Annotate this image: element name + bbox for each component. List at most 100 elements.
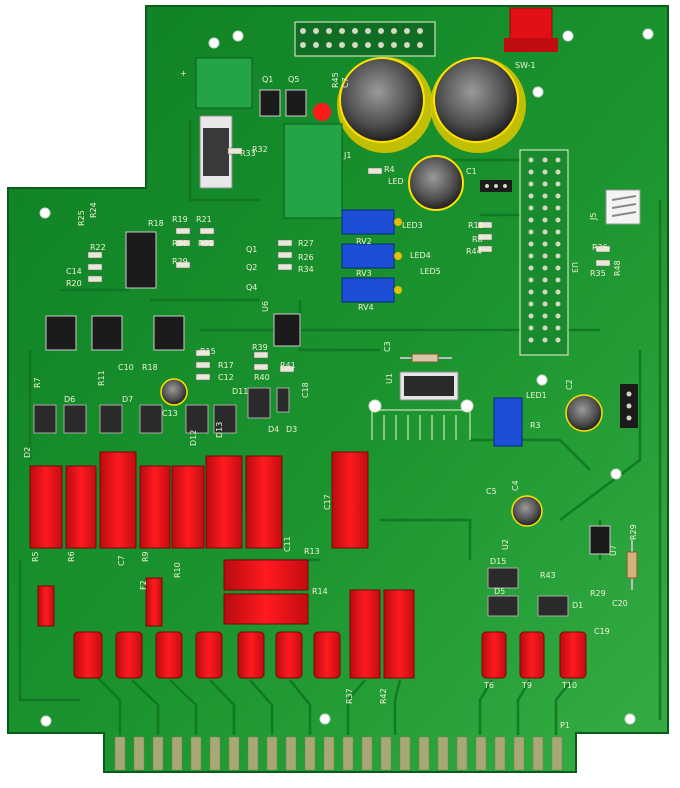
label-r26: R26: [298, 253, 314, 262]
label-d11: D11: [232, 387, 248, 396]
terminal-block-j1: J1: [283, 123, 351, 219]
label-r35: R35: [590, 269, 606, 278]
label-d15: D15: [490, 557, 506, 566]
switch-sw1: SW-1: [504, 7, 558, 70]
labels-d-row: D6 D7 D11 D4 D3 D12 D13 D2 C18: [23, 382, 310, 458]
label-c14: C14: [66, 267, 82, 276]
label-r6: R6: [67, 551, 76, 562]
label-r30: R30: [172, 239, 188, 248]
label-led5: LED5: [420, 267, 441, 276]
label-r41: R41: [280, 361, 296, 370]
label-r15: R15: [200, 347, 216, 356]
label-r29-mid: R29: [172, 257, 188, 266]
label-r9: R9: [141, 551, 150, 562]
label-r18-top: R18: [148, 219, 164, 228]
label-r22: R22: [90, 243, 106, 252]
label-c3: C3: [383, 341, 392, 352]
label-r44: R44: [466, 247, 482, 256]
red-bottom-row: [73, 631, 587, 679]
label-r17: R17: [218, 361, 234, 370]
electrolytic-cap-large-right: [430, 57, 526, 153]
label-r14: R14: [312, 587, 328, 596]
label-d4: D4: [268, 425, 279, 434]
label-led1: LED1: [526, 391, 547, 400]
power-transistors-left: [45, 313, 301, 351]
label-u7: U7: [609, 545, 618, 556]
label-d12: D12: [189, 430, 198, 446]
label-c13: C13: [162, 409, 178, 418]
label-j5: J5: [589, 213, 598, 221]
label-r4: R4: [384, 165, 395, 174]
electrolytic-cap-medium: C1: [408, 155, 477, 211]
label-d7: D7: [122, 395, 133, 404]
label-d13: D13: [215, 422, 224, 438]
label-u6: U6: [261, 301, 270, 312]
label-r11: R11: [97, 370, 106, 386]
red-caps-horizontal: [223, 559, 309, 625]
label-r5: R5: [31, 551, 40, 562]
ic-soic-left: R18: [125, 219, 164, 289]
label-c17: C17: [323, 494, 332, 510]
label-q1b: Q1: [262, 75, 273, 84]
label-r37: R37: [345, 688, 354, 704]
silkscreen-labels: R19 R21 R30 R31 R29 Q1 Q2 Q4 R27 R26 R34…: [33, 72, 638, 550]
terminal-block-top-left: +: [180, 57, 253, 109]
trimmer-rv3: RV2 LED4: [341, 237, 431, 269]
label-rv4: RV4: [358, 303, 374, 312]
label-q4: Q4: [246, 283, 257, 292]
label-r36: R36: [592, 243, 608, 252]
label-r33: R33: [240, 149, 256, 158]
label-f2: F2: [139, 580, 148, 590]
label-c18: C18: [301, 382, 310, 398]
label-r42: R42: [379, 688, 388, 704]
label-d2: D2: [23, 447, 32, 458]
label-p1: P1: [560, 721, 570, 730]
label-led3: LED3: [402, 221, 423, 230]
label-r13: R13: [304, 547, 320, 556]
label-c2: C2: [565, 379, 574, 390]
regulator-u1-heatsink: U1: [371, 371, 471, 440]
label-c19: C19: [594, 627, 610, 636]
label-plus: +: [180, 69, 187, 78]
trimmer-rv2: LED3: [341, 209, 423, 235]
header-3pin-right: [620, 384, 638, 428]
ic-u7: [589, 525, 611, 555]
label-r8: R8: [472, 235, 483, 244]
fuses: [37, 577, 163, 627]
labels-red-caps: R5 R6 C7 R9 R10 C17: [31, 494, 332, 578]
label-q2: Q2: [246, 263, 257, 272]
label-r19: R19: [172, 215, 188, 224]
label-d1: D1: [572, 601, 583, 610]
label-c5: C5: [486, 487, 497, 496]
label-c10: C10: [118, 363, 134, 372]
label-d6: D6: [64, 395, 75, 404]
label-r24: R24: [89, 202, 98, 218]
label-r29-right: R29: [629, 524, 638, 540]
electrolytic-cap-large-left: [337, 57, 433, 153]
label-r10: R10: [173, 562, 182, 578]
label-r39: R39: [252, 343, 268, 352]
label-r43: R43: [540, 571, 556, 580]
label-r7: R7: [33, 377, 42, 388]
label-r48: R48: [613, 260, 622, 276]
header-3pin-top: [480, 180, 512, 192]
label-j1: J1: [343, 151, 351, 160]
smd-resistors-misc: [87, 147, 611, 381]
label-r21: R21: [196, 215, 212, 224]
label-r18: R18: [142, 363, 158, 372]
axial-resistor-right: [626, 540, 638, 590]
label-u1: U1: [385, 373, 394, 384]
pin-header-u3: U3: [519, 149, 579, 356]
label-r40: R40: [254, 373, 270, 382]
label-d3: D3: [286, 425, 297, 434]
label-t6: T6: [483, 681, 494, 690]
label-r32: R32: [252, 145, 268, 154]
label-c7-top: C7: [341, 77, 350, 88]
label-r27: R27: [298, 239, 314, 248]
smd-diodes-row: [33, 387, 290, 434]
label-u2: U2: [501, 539, 510, 550]
trimmer-near-led1: LED1 R3: [493, 391, 547, 447]
label-u3: U3: [570, 262, 579, 273]
mounting-holes: [39, 28, 654, 727]
electrolytic-cap-c2: C2: [565, 379, 603, 432]
